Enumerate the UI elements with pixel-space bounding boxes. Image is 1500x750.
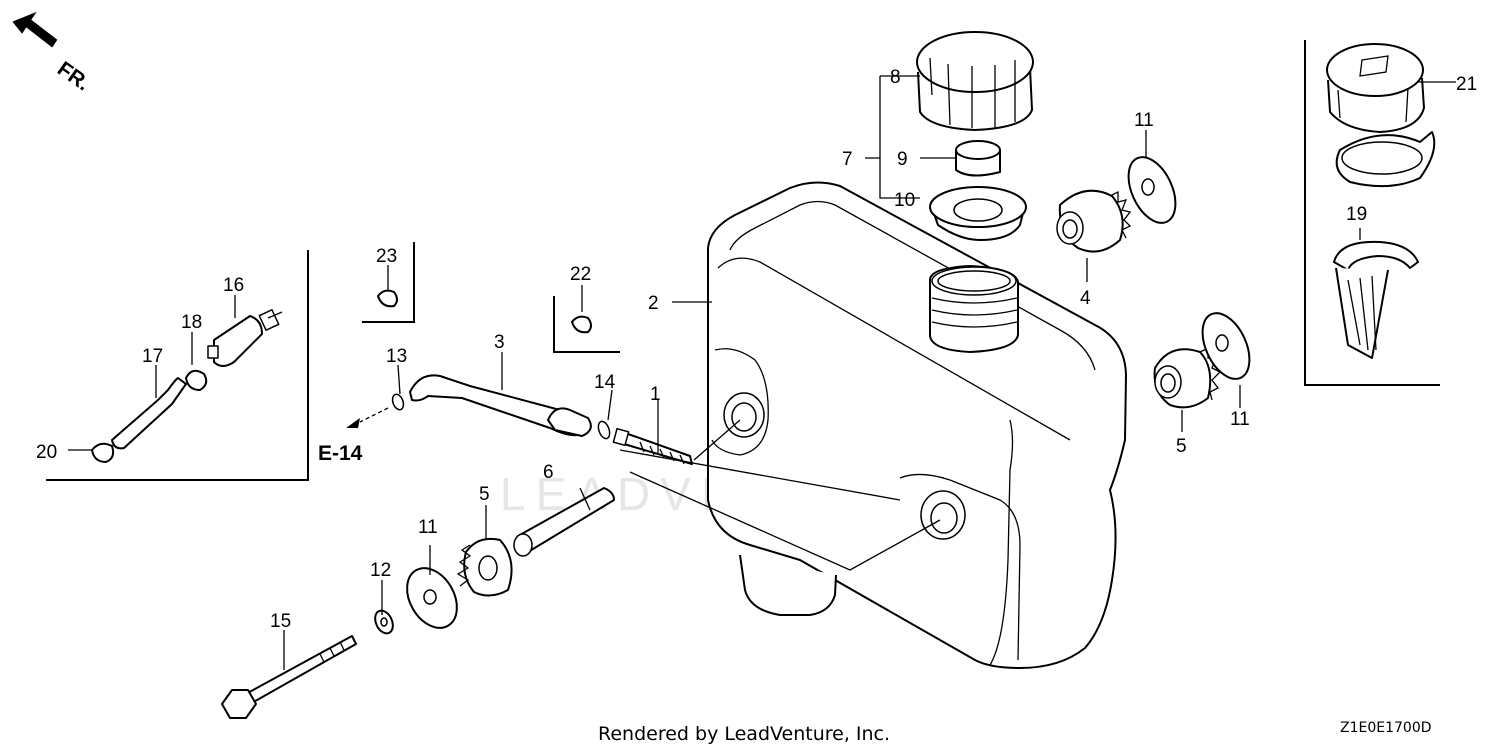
callout-18: 18 bbox=[181, 312, 202, 333]
callout-8: 8 bbox=[890, 67, 901, 88]
callout-11-upper: 11 bbox=[1134, 110, 1154, 131]
diagram-code: Z1E0E1700D bbox=[1340, 720, 1432, 736]
washer-upper bbox=[1127, 156, 1177, 224]
callout-14: 14 bbox=[594, 372, 616, 393]
mounting-rubber-left bbox=[456, 537, 513, 597]
alt-cap-box bbox=[1304, 40, 1440, 386]
callouts: 1 2 3 4 5 5 6 7 8 9 10 11 11 11 12 13 14… bbox=[36, 67, 1477, 632]
callout-5-left: 5 bbox=[479, 484, 490, 505]
filler-cap bbox=[916, 31, 1034, 131]
collar-6 bbox=[513, 487, 615, 557]
mounting-rubber-lower bbox=[1153, 346, 1222, 409]
callout-11-left: 11 bbox=[418, 517, 438, 538]
callout-17: 17 bbox=[142, 346, 163, 367]
fuel-filter-box bbox=[46, 250, 309, 481]
callout-23: 23 bbox=[376, 246, 397, 267]
front-direction-arrow-icon bbox=[12, 11, 58, 48]
callout-7: 7 bbox=[842, 149, 853, 170]
callout-2: 2 bbox=[648, 293, 659, 314]
clip-box-22 bbox=[553, 296, 620, 353]
hose-clip-13 bbox=[391, 393, 405, 411]
callout-5-right: 5 bbox=[1176, 436, 1187, 457]
flange-bolt-1 bbox=[612, 427, 693, 465]
callout-22: 22 bbox=[570, 264, 591, 285]
washer-lower bbox=[1201, 312, 1251, 380]
reference-label: E-14 bbox=[318, 442, 363, 465]
leader-lines bbox=[68, 75, 1456, 670]
callout-20: 20 bbox=[36, 442, 57, 463]
callout-13: 13 bbox=[386, 346, 407, 367]
callout-1: 1 bbox=[650, 384, 661, 405]
mounting-rubber-upper bbox=[1056, 189, 1132, 253]
fuel-tank bbox=[707, 181, 1127, 669]
callout-16: 16 bbox=[223, 275, 244, 296]
tank-filter bbox=[929, 186, 1027, 241]
callout-15: 15 bbox=[270, 611, 291, 632]
callout-19: 19 bbox=[1346, 204, 1367, 225]
clip-box-23 bbox=[362, 242, 415, 323]
small-washer-12 bbox=[374, 609, 394, 635]
footer-credit: Rendered by LeadVenture, Inc. bbox=[598, 723, 890, 745]
flange-bolt-15 bbox=[221, 635, 357, 719]
front-direction-label: FR. bbox=[53, 57, 94, 95]
hose-clip-14 bbox=[597, 420, 611, 440]
cap-packing bbox=[955, 140, 1001, 177]
callout-6: 6 bbox=[543, 462, 554, 483]
washer-left bbox=[406, 567, 458, 629]
callout-11-right: 11 bbox=[1230, 409, 1250, 430]
callout-3: 3 bbox=[494, 332, 505, 353]
callout-10: 10 bbox=[894, 190, 915, 211]
callout-4: 4 bbox=[1080, 288, 1091, 309]
callout-9: 9 bbox=[897, 149, 908, 170]
breather-hose bbox=[409, 374, 592, 437]
callout-21: 21 bbox=[1456, 74, 1477, 95]
callout-12: 12 bbox=[370, 560, 391, 581]
